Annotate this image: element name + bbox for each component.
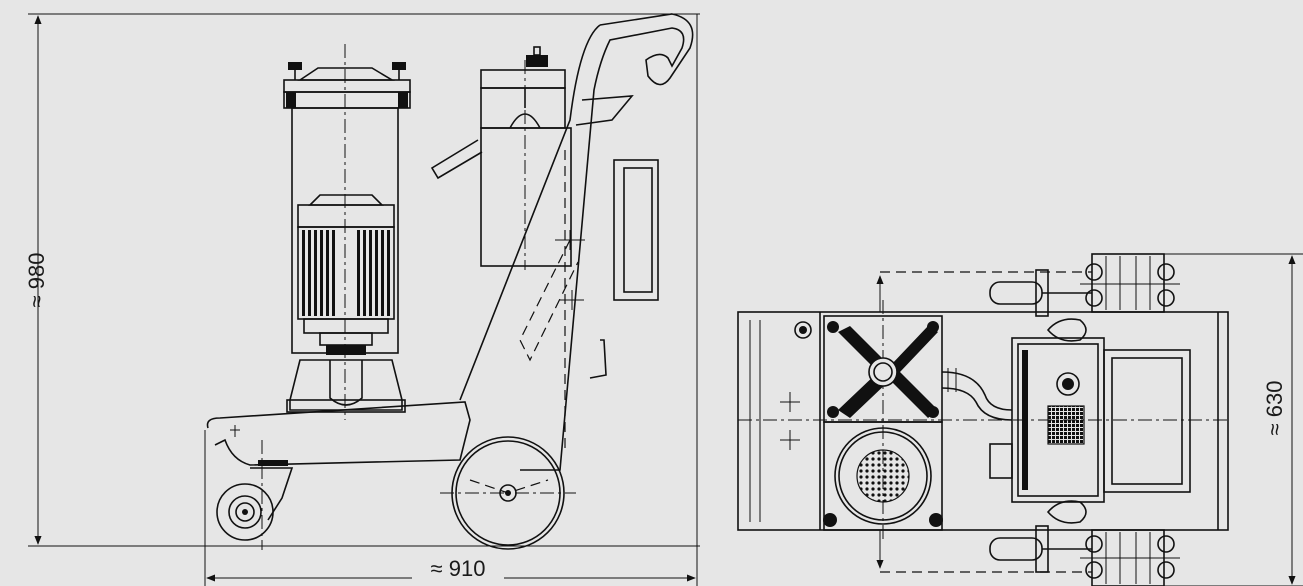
width-dimension: ≈ 910 — [204, 14, 698, 586]
handle-dashed-outline — [876, 271, 1092, 573]
height-label: ≈ 980 — [24, 253, 49, 308]
caster-wheel — [216, 467, 294, 541]
casters-top — [989, 269, 1092, 573]
top-chassis — [737, 311, 1229, 531]
motor — [286, 194, 406, 413]
top-view: ≈ 630 — [737, 253, 1303, 586]
control-box — [430, 46, 572, 270]
motor-fan-top — [823, 421, 943, 531]
filter-housing — [283, 44, 411, 420]
depth-label: ≈ 630 — [1262, 381, 1287, 436]
filter-lid-top — [823, 300, 943, 540]
main-wheel — [440, 436, 576, 550]
width-label: ≈ 910 — [431, 556, 486, 581]
trolley-frame — [459, 13, 694, 471]
chassis — [206, 401, 471, 550]
side-view: ≈ 980 ≈ 910 — [24, 13, 700, 586]
height-dimension: ≈ 980 — [24, 13, 700, 547]
wheels-top — [1080, 253, 1180, 586]
depth-dimension: ≈ 630 — [1120, 253, 1303, 586]
